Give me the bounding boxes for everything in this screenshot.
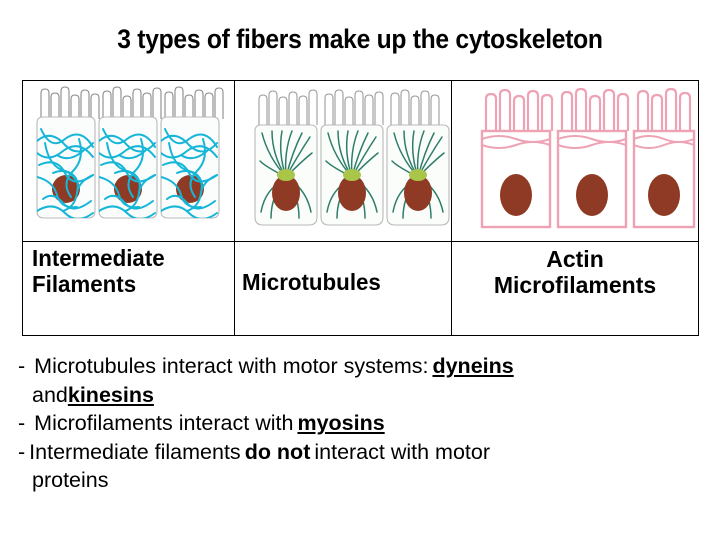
cytoskeleton-table: Intermediate Filaments Microtubules Acti…	[22, 80, 699, 336]
bullet-text-continued: proteins	[32, 468, 109, 493]
label-line-2: Filaments	[32, 270, 137, 297]
microvilli-group	[484, 87, 692, 131]
actin-microfilaments-diagram	[480, 87, 696, 229]
emphasis-kinesins: kinesins	[67, 382, 154, 407]
cell-intermediate-filaments-figure	[23, 81, 234, 241]
microvilli-group	[40, 86, 224, 119]
emphasis-do-not: do not	[244, 439, 311, 464]
intermediate-filaments-diagram	[36, 86, 224, 219]
centrosomes	[277, 169, 427, 181]
bullet-text-continued: and	[32, 382, 68, 407]
label-cell-actin-microfilaments: Actin Microfilaments	[452, 241, 698, 335]
microtubules-diagram	[254, 89, 450, 226]
bullet-item-microtubules: -Microtubules interact with motor system…	[18, 352, 708, 409]
label-actin-microfilaments: Actin Microfilaments	[452, 246, 698, 299]
cell-actin-microfilaments-figure	[452, 81, 698, 241]
bullet-text: Microfilaments interact with	[34, 411, 294, 436]
bullet-marker: -	[18, 411, 26, 436]
microvilli-group	[258, 89, 440, 125]
bullet-text-b: interact with motor	[314, 439, 491, 464]
table-column-divider-2	[451, 81, 452, 335]
emphasis-dyneins: dyneins	[432, 354, 514, 378]
page-title: 3 types of fibers make up the cytoskelet…	[117, 24, 603, 54]
label-cell-microtubules: Microtubules	[235, 241, 451, 335]
bullet-text: Intermediate filaments	[29, 439, 241, 464]
table-row-divider	[23, 241, 698, 242]
terminal-web	[481, 135, 695, 149]
label-line-1: Actin	[546, 246, 604, 272]
bullet-list: -Microtubules interact with motor system…	[18, 352, 708, 495]
label-cell-intermediate-filaments: Intermediate Filaments	[23, 241, 234, 335]
bullet-marker: -	[18, 439, 26, 464]
label-intermediate-filaments: Intermediate Filaments	[32, 245, 165, 298]
table-column-divider-1	[234, 81, 235, 335]
label-microtubules: Microtubules	[242, 269, 381, 296]
emphasis-myosins: myosins	[297, 411, 385, 436]
label-line-1: Intermediate	[32, 245, 165, 271]
cell-microtubules-figure	[235, 81, 451, 241]
intermediate-filament-network	[37, 128, 218, 218]
bullet-marker: -	[18, 354, 26, 378]
label-line-2: Microfilaments	[493, 271, 657, 298]
nuclei	[272, 175, 432, 211]
bullet-text: Microtubules interact with motor systems…	[34, 354, 429, 378]
label-line-1: Microtubules	[242, 269, 381, 295]
nuclei	[500, 174, 680, 216]
